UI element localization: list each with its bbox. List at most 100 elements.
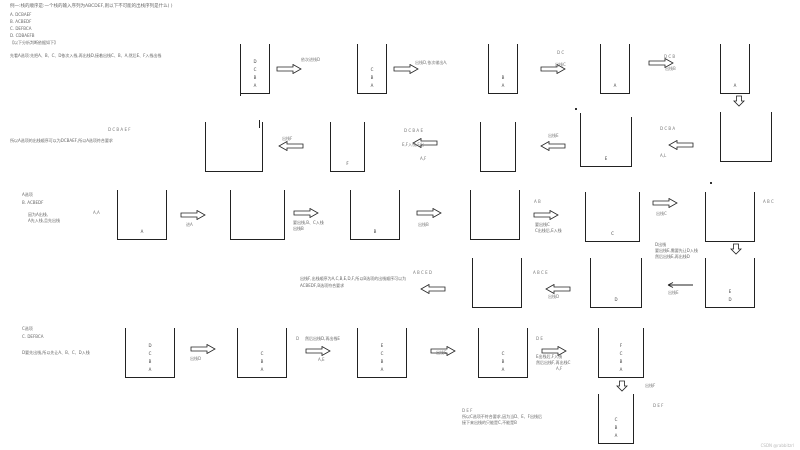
- stack-item: B: [370, 75, 374, 80]
- stack-11: A: [117, 190, 167, 240]
- row3-explain-8: 要出栈E,需要先让D入栈: [655, 248, 698, 253]
- row5-explain-3: E出栈后,F入栈: [536, 354, 563, 359]
- label-out-d: 出栈D,依次输出A,: [415, 60, 448, 65]
- stack-12: [230, 190, 285, 240]
- right-arrow-icon: [416, 208, 442, 218]
- down-arrow-icon: [616, 380, 628, 392]
- row5-explain-2: 然后出栈D,再出栈E: [305, 336, 340, 341]
- stack-item: B: [614, 425, 618, 430]
- stack-item: C: [253, 67, 257, 72]
- right-arrow-icon: [652, 198, 678, 208]
- stack-16: [705, 192, 755, 242]
- stack-item: E: [380, 343, 384, 348]
- intro-text: 先看A选项:先把A、B、C、D依次入栈,再出栈D,接着出栈C、B、A,然后E、F…: [10, 53, 162, 58]
- stack-item: A: [614, 433, 618, 438]
- right-arrow-icon: [541, 346, 567, 356]
- stack-item: C: [260, 351, 264, 356]
- stack-item: A: [733, 83, 737, 88]
- left-arrow-icon: [420, 284, 446, 294]
- label-abce: A B C E: [533, 270, 548, 275]
- row3-explain-9: 然后出栈E,再出栈D: [655, 254, 690, 259]
- marker-dot: [710, 182, 712, 184]
- label-aa: A,A: [93, 210, 100, 215]
- stack-item: B: [148, 359, 152, 364]
- stack-6: [205, 122, 263, 172]
- left-arrow-icon: [412, 138, 438, 148]
- label-out-b2: 出栈B: [418, 222, 429, 227]
- row6-explain-2: 接下来出栈的只能是C,不能是B: [462, 420, 517, 425]
- stack-item: B: [253, 75, 257, 80]
- stack-item: D: [253, 59, 257, 64]
- stack-9: E: [580, 117, 632, 167]
- left-arrow-icon: [545, 284, 571, 294]
- row3-explain-5: 要出栈C: [535, 222, 550, 227]
- label-out-d3: 出栈D: [190, 356, 202, 361]
- row4-explain-2: ACBEDF,B选项符合要求: [300, 283, 345, 288]
- stack-item: B: [373, 229, 377, 234]
- stack-8: [480, 122, 516, 172]
- down-arrow-icon: [730, 243, 742, 255]
- stack-item: C: [370, 67, 374, 72]
- stack-item: F: [346, 161, 349, 166]
- label-out-d2: 出栈D: [548, 294, 560, 299]
- label-push-a: 进A: [186, 222, 193, 227]
- row3-option: B. ACBEDF: [22, 200, 44, 205]
- right-arrow-icon: [180, 210, 206, 220]
- row3-explain-1: 因为A出栈,: [28, 212, 49, 217]
- row3-explain-3: 要出栈,B、C入栈: [293, 220, 324, 225]
- row3-explain-7: D出栈: [655, 242, 667, 247]
- stack-10: [720, 112, 772, 162]
- right-arrow-icon: [533, 210, 559, 220]
- label-def: D E F: [462, 408, 473, 413]
- watermark: CSDN @rabbitzrl: [760, 443, 794, 448]
- stack-item: C: [619, 351, 623, 356]
- label-ae: A,E: [318, 357, 325, 362]
- row5-explain-4: 然后出栈F,再出栈C: [536, 360, 571, 365]
- stack-18: D: [590, 258, 642, 308]
- label-dcbae: D C B A E: [404, 128, 423, 133]
- stack-item: C: [501, 351, 505, 356]
- left-arrow-icon: [668, 140, 694, 150]
- stack-5: A: [720, 44, 750, 94]
- stack-item: F: [619, 343, 623, 348]
- stack-13: B: [350, 190, 400, 240]
- stack-4: A: [600, 44, 630, 94]
- right-arrow-icon: [190, 344, 216, 354]
- question-title: 例一:栈的顺序是:一个栈的输入序列为ABCDEF,则以下不可能的出栈序列是什么(…: [10, 4, 173, 9]
- label-de: D E: [536, 336, 543, 341]
- label-out-f2: 出栈F: [645, 383, 656, 388]
- row4-explain-1: 出栈F,出栈顺序为A,C,B,E,D,F,所以B选项的出栈顺序可以为: [300, 276, 407, 281]
- stack-item: A: [260, 367, 264, 372]
- option-a: A. DCBAEF: [10, 12, 32, 17]
- left-arrow-icon: [278, 141, 304, 151]
- label-abc: A B C: [763, 199, 774, 204]
- stack-14: [470, 190, 520, 240]
- right-arrow-icon: [305, 346, 331, 356]
- label-out-e2: 出栈E: [668, 290, 679, 295]
- stack-17: [472, 258, 522, 308]
- label-out-c: 出栈C: [555, 62, 566, 67]
- label-out-b: 出栈B: [665, 66, 676, 71]
- label-push-ef: E,F入栈,E出: [402, 142, 424, 147]
- label-out-f: 出栈F: [282, 136, 293, 141]
- stack-item: B: [260, 359, 264, 364]
- stack-marker: [240, 90, 241, 96]
- stack-item: E: [728, 289, 732, 294]
- label-dc: D C: [557, 50, 565, 55]
- stack-item: E: [604, 156, 608, 161]
- row6-explain-1: 所以C选项不符合要求,因为当D、E、F出栈后: [462, 414, 542, 419]
- stack-item: B: [380, 359, 384, 364]
- stack-item: C: [611, 231, 614, 236]
- row2-explain: 所以A选项的出栈顺序可以为DCBAEF,所以A选项符合要求: [10, 138, 113, 143]
- label-dcb: D C B: [664, 54, 676, 59]
- stack-item: A: [613, 83, 617, 88]
